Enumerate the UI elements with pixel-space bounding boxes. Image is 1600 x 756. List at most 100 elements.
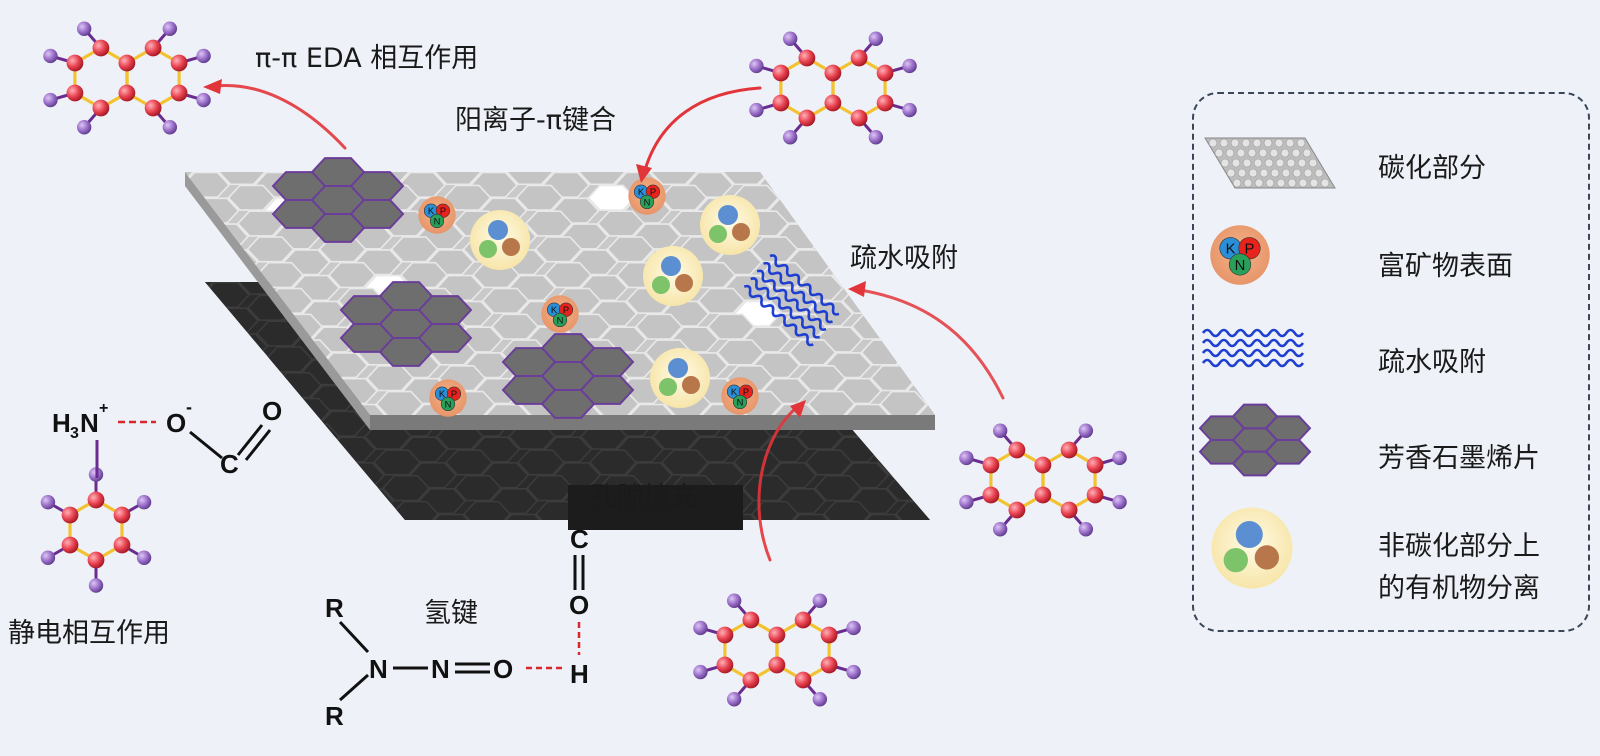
carbon-hex <box>1104 327 1150 352</box>
carbon-hex-dark <box>1139 579 1185 604</box>
carbon-hex-dark <box>588 449 638 476</box>
carbon-hex <box>221 364 271 392</box>
arrow-pore-filling-head <box>790 400 806 418</box>
carbon-hex <box>1015 366 1061 391</box>
carbon-hex <box>217 172 267 186</box>
pore-hole <box>473 527 519 552</box>
arrow-cation-pi-head <box>636 164 652 183</box>
carbon-hex-dark <box>804 449 854 476</box>
carbon-hex-dark <box>905 527 951 552</box>
carbon-hex-dark <box>453 475 503 502</box>
carbon-hex <box>949 185 995 210</box>
carbon-hex-dark <box>932 515 978 540</box>
carbon-hex <box>606 236 655 263</box>
carbon-hex-dark <box>437 631 483 656</box>
carbon-hex-dark <box>995 283 1041 308</box>
carbon-hex-dark <box>968 295 1014 320</box>
carbon-hex-dark <box>518 566 564 591</box>
ammonium-h: H <box>52 408 71 438</box>
carbon-hex <box>1133 405 1179 430</box>
carbon-hex <box>1049 263 1095 288</box>
carbon-hex-dark <box>255 436 305 463</box>
legend-carbonized-icon <box>1204 137 1336 189</box>
carbon-hex-dark <box>750 500 800 520</box>
carbon-hex-dark <box>1139 489 1185 514</box>
carbon-hex <box>375 390 424 415</box>
carbon-hex-dark <box>210 397 260 424</box>
hydrophobic-wave-icon <box>743 254 840 347</box>
carbon-hex <box>1076 250 1122 275</box>
carbon-hex-dark <box>858 513 908 520</box>
carbon-hex <box>505 172 555 186</box>
molecule-electrostatic <box>40 467 152 593</box>
legend-aromatic-icon <box>1198 403 1312 477</box>
carbon-hex-dark <box>912 462 930 489</box>
mineral-n: N <box>557 315 564 325</box>
carbon-hex <box>390 236 439 263</box>
ammonium-n: N <box>80 408 99 438</box>
carbon-hex-dark <box>608 618 654 643</box>
amine-n: N <box>369 654 388 684</box>
carbon-hex <box>443 184 492 211</box>
pore-hole <box>554 553 600 578</box>
carbon-hex-dark <box>1040 618 1086 643</box>
carbon-hex-dark <box>1166 656 1212 681</box>
carbon-hex-dark <box>444 449 494 476</box>
carbon-hex-dark <box>734 566 780 591</box>
mineral-k: K <box>428 206 435 216</box>
carbon-hex-dark <box>786 513 836 520</box>
carbon-hex <box>1095 301 1141 326</box>
arrow-pore-filling <box>757 406 798 562</box>
carbon-hex-dark <box>329 527 375 552</box>
carbon-hex-dark <box>365 631 411 656</box>
carbon-hex-dark <box>941 631 987 656</box>
mineral-n: N <box>1235 258 1246 274</box>
carbon-hex-dark <box>1013 631 1059 656</box>
carbon-hex <box>839 197 888 224</box>
carbon-hex <box>793 172 843 186</box>
carbon-hex-dark <box>590 566 636 591</box>
carbon-hex-dark <box>1148 515 1194 540</box>
carbon-hex <box>953 392 999 417</box>
label-pi-pi-eda: π-π EDA 相互作用 <box>255 43 479 74</box>
carbon-hex-dark <box>1103 592 1149 617</box>
carbon-hex-dark <box>205 371 251 399</box>
carbon-hex-dark <box>959 270 1005 295</box>
carbon-hex <box>307 508 353 533</box>
ammonium-charge: + <box>99 400 108 417</box>
legend-label-organic-line2: 的有机物分离 <box>1378 573 1540 604</box>
carbon-hex-dark <box>806 566 852 591</box>
carbon-hex <box>807 390 856 415</box>
carbon-hex-dark <box>509 631 555 656</box>
legend-box <box>1192 92 1590 632</box>
carbon-hex-dark <box>1031 592 1077 617</box>
carbon-hex-dark <box>1202 669 1248 694</box>
carbon-hex <box>227 184 276 211</box>
arrow-pi-pi <box>213 83 347 150</box>
carbon-hex-dark <box>833 643 879 668</box>
carbon-hex <box>941 276 987 301</box>
carbon-hex-dark <box>1022 656 1068 681</box>
carboxyl-c: C <box>220 449 239 479</box>
carbon-hex <box>1152 456 1198 481</box>
carbon-hex-dark <box>714 513 764 520</box>
carbon-hex-dark <box>372 449 422 476</box>
carbon-hex <box>975 173 1021 198</box>
carbon-hex <box>994 224 1040 249</box>
carboxyl-o2: O <box>262 396 282 426</box>
carbon-hex-dark <box>698 553 744 578</box>
hydrogen-bond-chem <box>338 555 585 702</box>
carbon-hex-dark <box>662 566 708 591</box>
amine-r2: R <box>325 701 344 731</box>
carbon-hex-dark <box>1076 399 1122 424</box>
carbon-hex <box>1023 301 1069 326</box>
carbon-hex-dark <box>302 656 348 681</box>
mineral-n: N <box>737 397 744 407</box>
molecule-hydrophobic <box>959 423 1127 537</box>
carbon-hex-dark <box>878 566 924 591</box>
carbon-hex-dark <box>500 605 546 630</box>
carbon-hex <box>1021 185 1067 210</box>
